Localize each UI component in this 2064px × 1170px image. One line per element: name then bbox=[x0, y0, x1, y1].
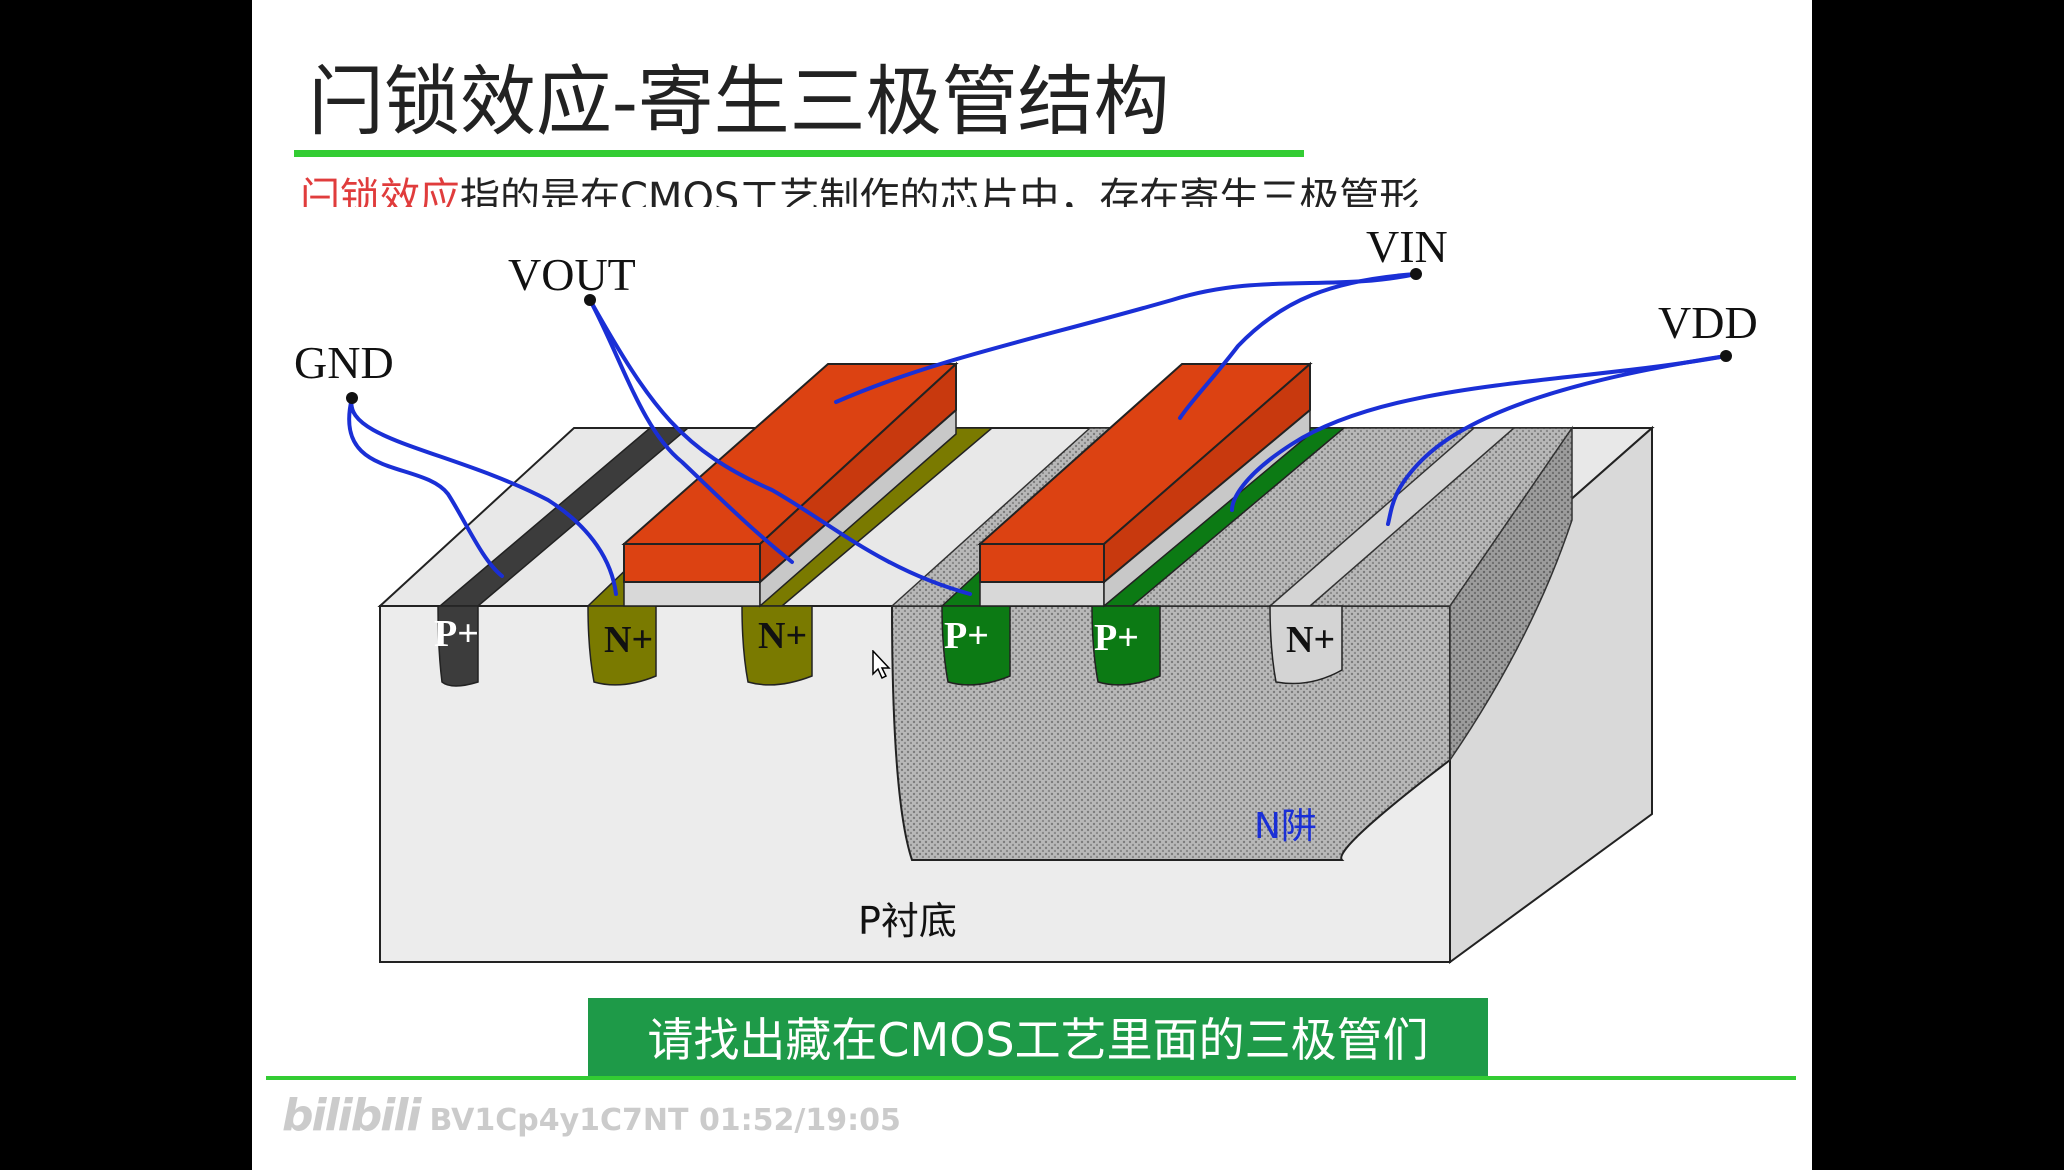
wire-vdd-pplus bbox=[1230, 354, 1728, 512]
vdd-nplus-well bbox=[1269, 605, 1343, 685]
nwell-side bbox=[1449, 425, 1573, 763]
region-label-nplus-1: N+ bbox=[604, 619, 653, 661]
intro-text: 闩锁效应指的是在CMOS工艺制作的芯片中，存在寄生三极管形 bbox=[300, 176, 1419, 207]
gate-poly-right-front bbox=[979, 543, 1105, 583]
gate-oxide-right-front bbox=[979, 581, 1105, 607]
right-pplus-well-1 bbox=[941, 605, 1011, 686]
mouse-cursor-icon bbox=[872, 650, 891, 680]
wire-vin-gate-right bbox=[1178, 272, 1418, 420]
substrate-label: P衬底 bbox=[858, 899, 957, 943]
region-label-pplus-2: P+ bbox=[1094, 617, 1139, 659]
wire-vout-pplus bbox=[588, 298, 972, 596]
watermark-video-id: BV1Cp4y1C7NT bbox=[429, 1103, 689, 1138]
vdd-terminal-dot bbox=[1720, 350, 1732, 362]
vout-terminal-dot bbox=[584, 294, 596, 306]
region-label-pplus-1: P+ bbox=[944, 615, 989, 657]
gate-poly-left-front bbox=[623, 543, 761, 583]
wire-vout-nplus bbox=[588, 298, 794, 564]
intro-text-clip: 闩锁效应指的是在CMOS工艺制作的芯片中，存在寄生三极管形 bbox=[300, 176, 1600, 207]
gate-oxide-left-front bbox=[623, 581, 761, 607]
slide-title: 闩锁效应-寄生三极管结构 bbox=[308, 57, 1170, 146]
right-pplus-well-2 bbox=[1091, 605, 1161, 686]
gate-poly-left-side bbox=[759, 361, 957, 585]
intro-highlight: 闩锁效应 bbox=[300, 176, 460, 207]
title-underline bbox=[294, 150, 1304, 157]
vout-label: VOUT bbox=[508, 249, 636, 300]
wire-gnd-nplus bbox=[349, 396, 618, 596]
intro-rest: 指的是在CMOS工艺制作的芯片中，存在寄生三极管形 bbox=[460, 176, 1420, 207]
left-nplus-well-2 bbox=[741, 605, 813, 686]
gnd-terminal-dot bbox=[346, 392, 358, 404]
vin-label: VIN bbox=[1366, 221, 1448, 272]
bottom-rule bbox=[266, 1076, 1796, 1080]
gate-poly-right-side bbox=[1103, 361, 1311, 585]
gnd-label: GND bbox=[294, 337, 394, 388]
region-label-pplus-gnd: P+ bbox=[434, 613, 479, 655]
left-nplus-well-1 bbox=[587, 605, 657, 686]
vin-terminal-dot bbox=[1410, 268, 1422, 280]
nwell-label: N阱 bbox=[1254, 806, 1317, 847]
cmos-cross-section-diagram: VOUT VIN GND VDD P+ N+ N+ P+ P+ N+ N阱 P衬… bbox=[294, 221, 1758, 964]
watermark-time: 01:52/19:05 bbox=[698, 1103, 901, 1138]
region-label-nplus-3: N+ bbox=[1286, 619, 1335, 661]
gnd-pplus-well bbox=[437, 605, 479, 687]
wire-gnd-pplus bbox=[347, 396, 504, 578]
bilibili-logo: bilibili bbox=[282, 1090, 421, 1141]
region-label-nplus-2: N+ bbox=[758, 615, 807, 657]
presentation-slide: 闩锁效应-寄生三极管结构 闩锁效应指的是在CMOS工艺制作的芯片中，存在寄生三极… bbox=[252, 0, 1812, 1170]
wire-vin-gate-left bbox=[834, 272, 1418, 404]
vdd-label: VDD bbox=[1658, 297, 1758, 348]
caption-box: 请找出藏在CMOS工艺里面的三极管们 bbox=[588, 998, 1488, 1076]
wire-vdd-nplus bbox=[1386, 354, 1728, 526]
